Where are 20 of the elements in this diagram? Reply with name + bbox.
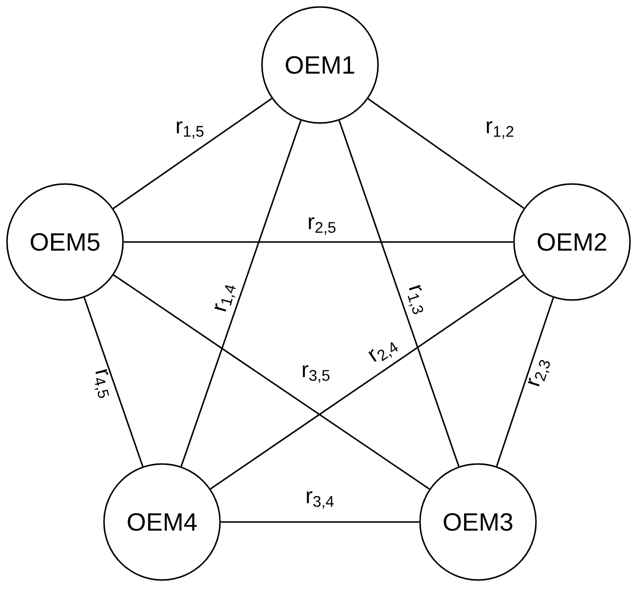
connector-line xyxy=(84,297,144,467)
connector-line xyxy=(338,120,460,467)
connector-line xyxy=(220,521,420,523)
edge-label: r$_{1,3}$ xyxy=(408,284,424,314)
edge-label: r$_{1,2}$ xyxy=(486,121,514,139)
edge-label: r$_{3,5}$ xyxy=(302,365,330,383)
connector-line xyxy=(180,120,302,467)
edge-label: r$_{1,5}$ xyxy=(176,121,204,139)
edge-label: r$_{3,4}$ xyxy=(306,491,334,509)
connector-line xyxy=(496,297,554,467)
edge-label: r$_{2,4}$ xyxy=(368,342,398,362)
connector-line xyxy=(113,274,430,490)
edge-label: r$_{2,5}$ xyxy=(308,217,336,235)
edge-label: r$_{1,4}$ xyxy=(214,285,236,312)
connector-line xyxy=(368,98,524,209)
edge-label: r$_{4,5}$ xyxy=(94,369,110,398)
connector-line xyxy=(112,98,272,210)
connector-line xyxy=(210,274,524,490)
connector-line xyxy=(124,241,514,243)
edge-label: r$_{2,3}$ xyxy=(528,360,550,386)
